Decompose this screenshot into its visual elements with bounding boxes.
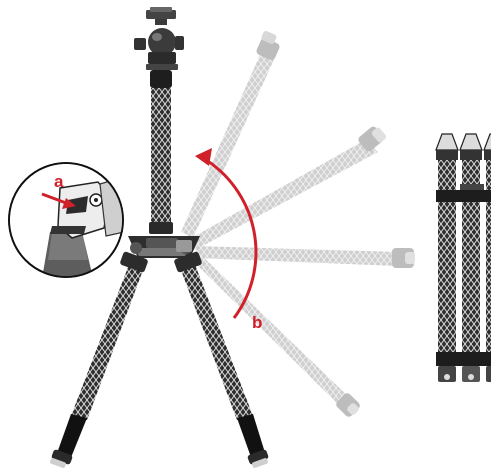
ghost-leg-positions [181,30,415,417]
left-leg [50,251,148,468]
leg-hub [128,236,200,258]
arrow-right-icon [62,198,76,209]
center-column [149,70,173,234]
label-b: b [252,313,262,332]
detail-callout [8,162,124,278]
right-leg [174,251,269,468]
tripod [50,7,269,468]
ghost-leg-2 [188,126,387,250]
ghost-leg-1 [181,30,280,238]
ghost-leg-4 [194,254,360,417]
folded-tripod [435,133,491,382]
ghost-leg-3 [196,246,415,268]
label-a: a [54,172,64,191]
rotation-arrow [195,148,258,319]
curved-arrow-icon [195,148,212,166]
ball-head [134,7,184,70]
